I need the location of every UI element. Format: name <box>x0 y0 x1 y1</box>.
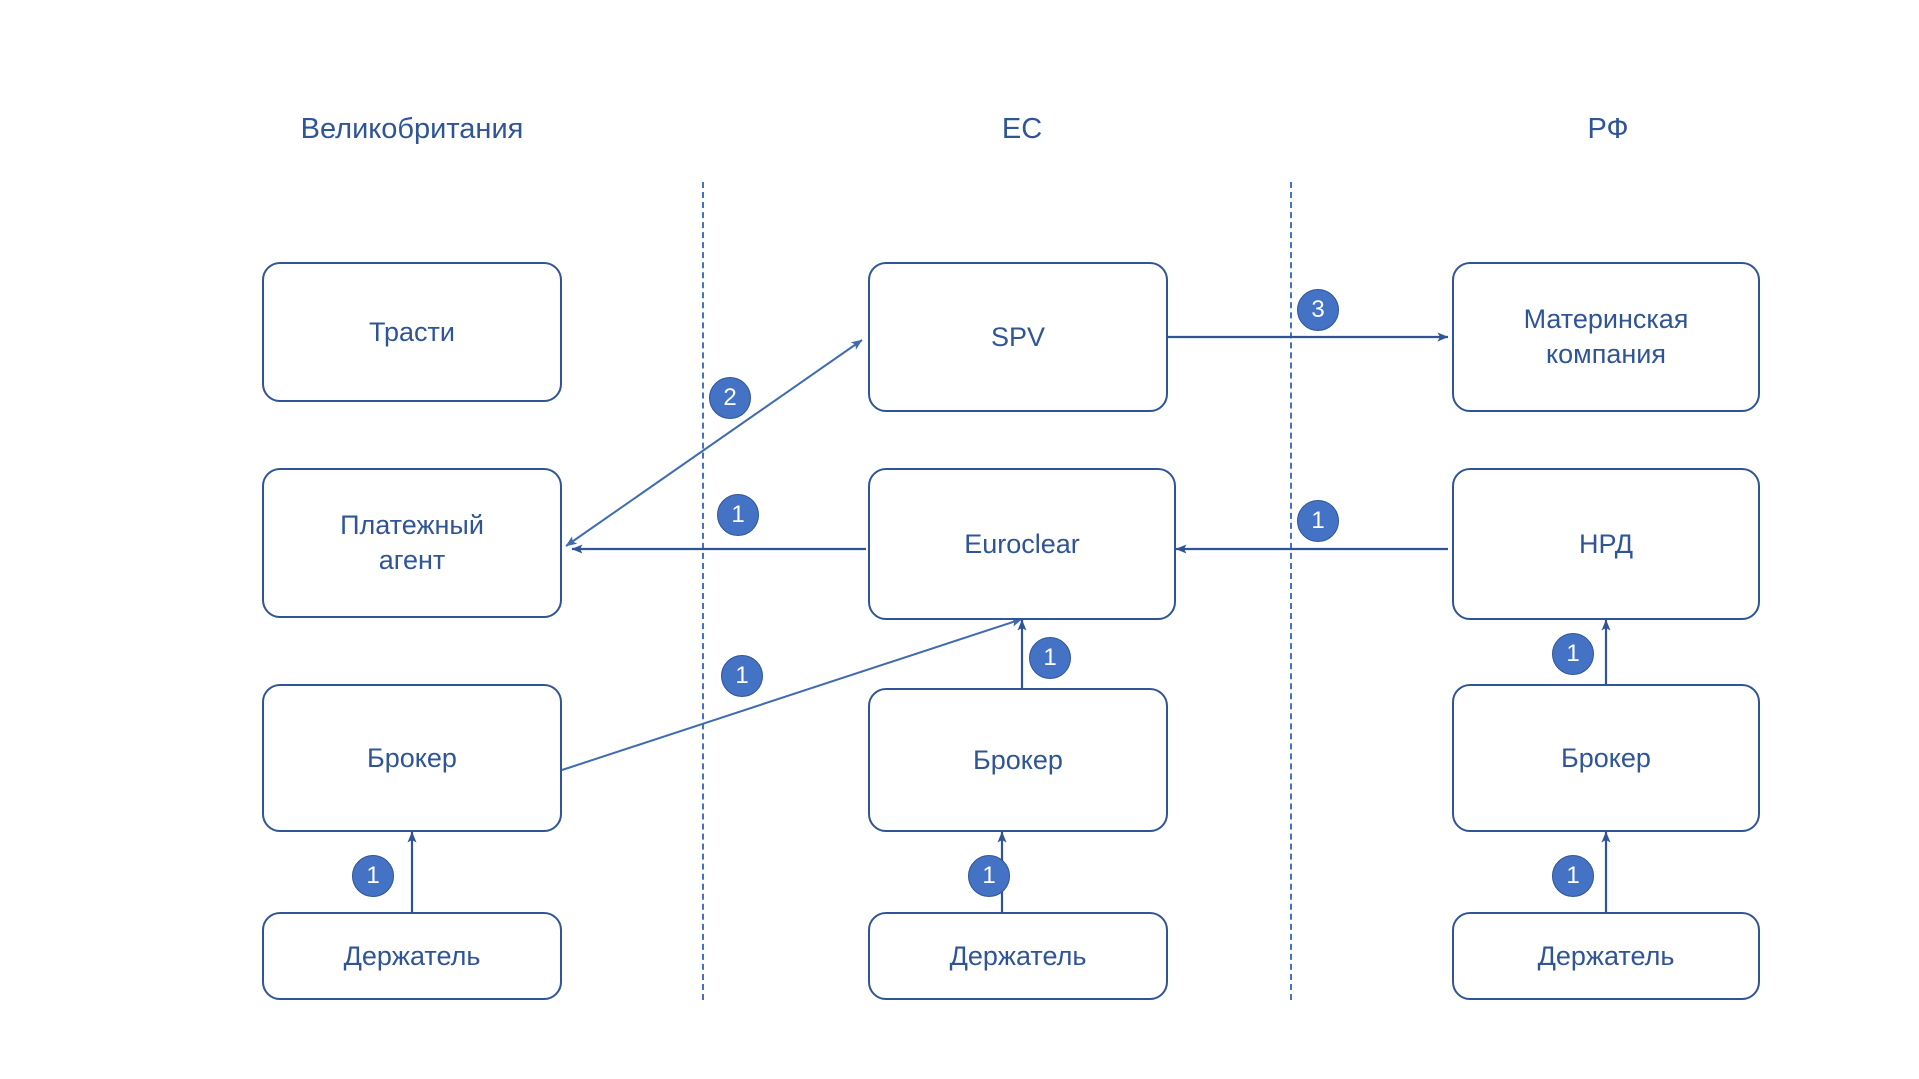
badge-step-1-holder-rf-broker: 1 <box>1552 855 1594 897</box>
node-spv-label: SPV <box>990 321 1046 352</box>
column-header-eu: ЕС <box>1001 113 1043 145</box>
node-euroclear[interactable]: Euroclear <box>868 468 1176 620</box>
node-parent-company[interactable]: Материнская компания <box>1452 262 1760 412</box>
column-header-rf: РФ <box>1587 113 1629 145</box>
node-broker-rf-label: Брокер <box>1561 742 1651 773</box>
node-broker-rf[interactable]: Брокер <box>1452 684 1760 832</box>
node-holder-uk-label: Держатель <box>343 940 481 971</box>
divider-uk-eu <box>702 182 704 1000</box>
node-broker-uk[interactable]: Брокер <box>262 684 562 832</box>
badge-step-3-spv-parent: 3 <box>1297 289 1339 331</box>
node-paying-agent-label: Платежный агент <box>340 510 484 575</box>
node-holder-rf-label: Держатель <box>1537 940 1675 971</box>
badge-step-1-holder-uk-broker: 1 <box>352 855 394 897</box>
node-nsd-label: НРД <box>1579 528 1633 559</box>
node-broker-eu-label: Брокер <box>973 744 1063 775</box>
node-holder-eu-label: Держатель <box>949 940 1087 971</box>
badge-step-1-broker-uk-euroclear: 1 <box>721 655 763 697</box>
node-trustee[interactable]: Трасти <box>262 262 562 402</box>
badge-step-1-holder-eu-broker: 1 <box>968 855 1010 897</box>
node-euroclear-label: Euroclear <box>964 528 1080 559</box>
badge-step-1-broker-rf-nsd: 1 <box>1552 633 1594 675</box>
node-holder-eu[interactable]: Держатель <box>868 912 1168 1000</box>
node-paying-agent[interactable]: Платежный агент <box>262 468 562 618</box>
node-holder-uk[interactable]: Держатель <box>262 912 562 1000</box>
node-holder-rf[interactable]: Держатель <box>1452 912 1760 1000</box>
badge-step-2-paying-agent-spv: 2 <box>709 377 751 419</box>
node-broker-uk-label: Брокер <box>367 742 457 773</box>
node-spv[interactable]: SPV <box>868 262 1168 412</box>
node-trustee-label: Трасти <box>369 316 455 347</box>
node-broker-eu[interactable]: Брокер <box>868 688 1168 832</box>
badge-step-1-euroclear-agent: 1 <box>717 494 759 536</box>
edge-paying-agent-spv <box>565 339 863 547</box>
column-header-uk: Великобритания <box>300 113 524 145</box>
badge-step-1-nsd-euroclear: 1 <box>1297 500 1339 542</box>
divider-eu-rf <box>1290 182 1292 1000</box>
node-nsd[interactable]: НРД <box>1452 468 1760 620</box>
node-parent-company-label: Материнская компания <box>1523 304 1689 369</box>
badge-step-1-broker-eu-euroclear: 1 <box>1029 637 1071 679</box>
